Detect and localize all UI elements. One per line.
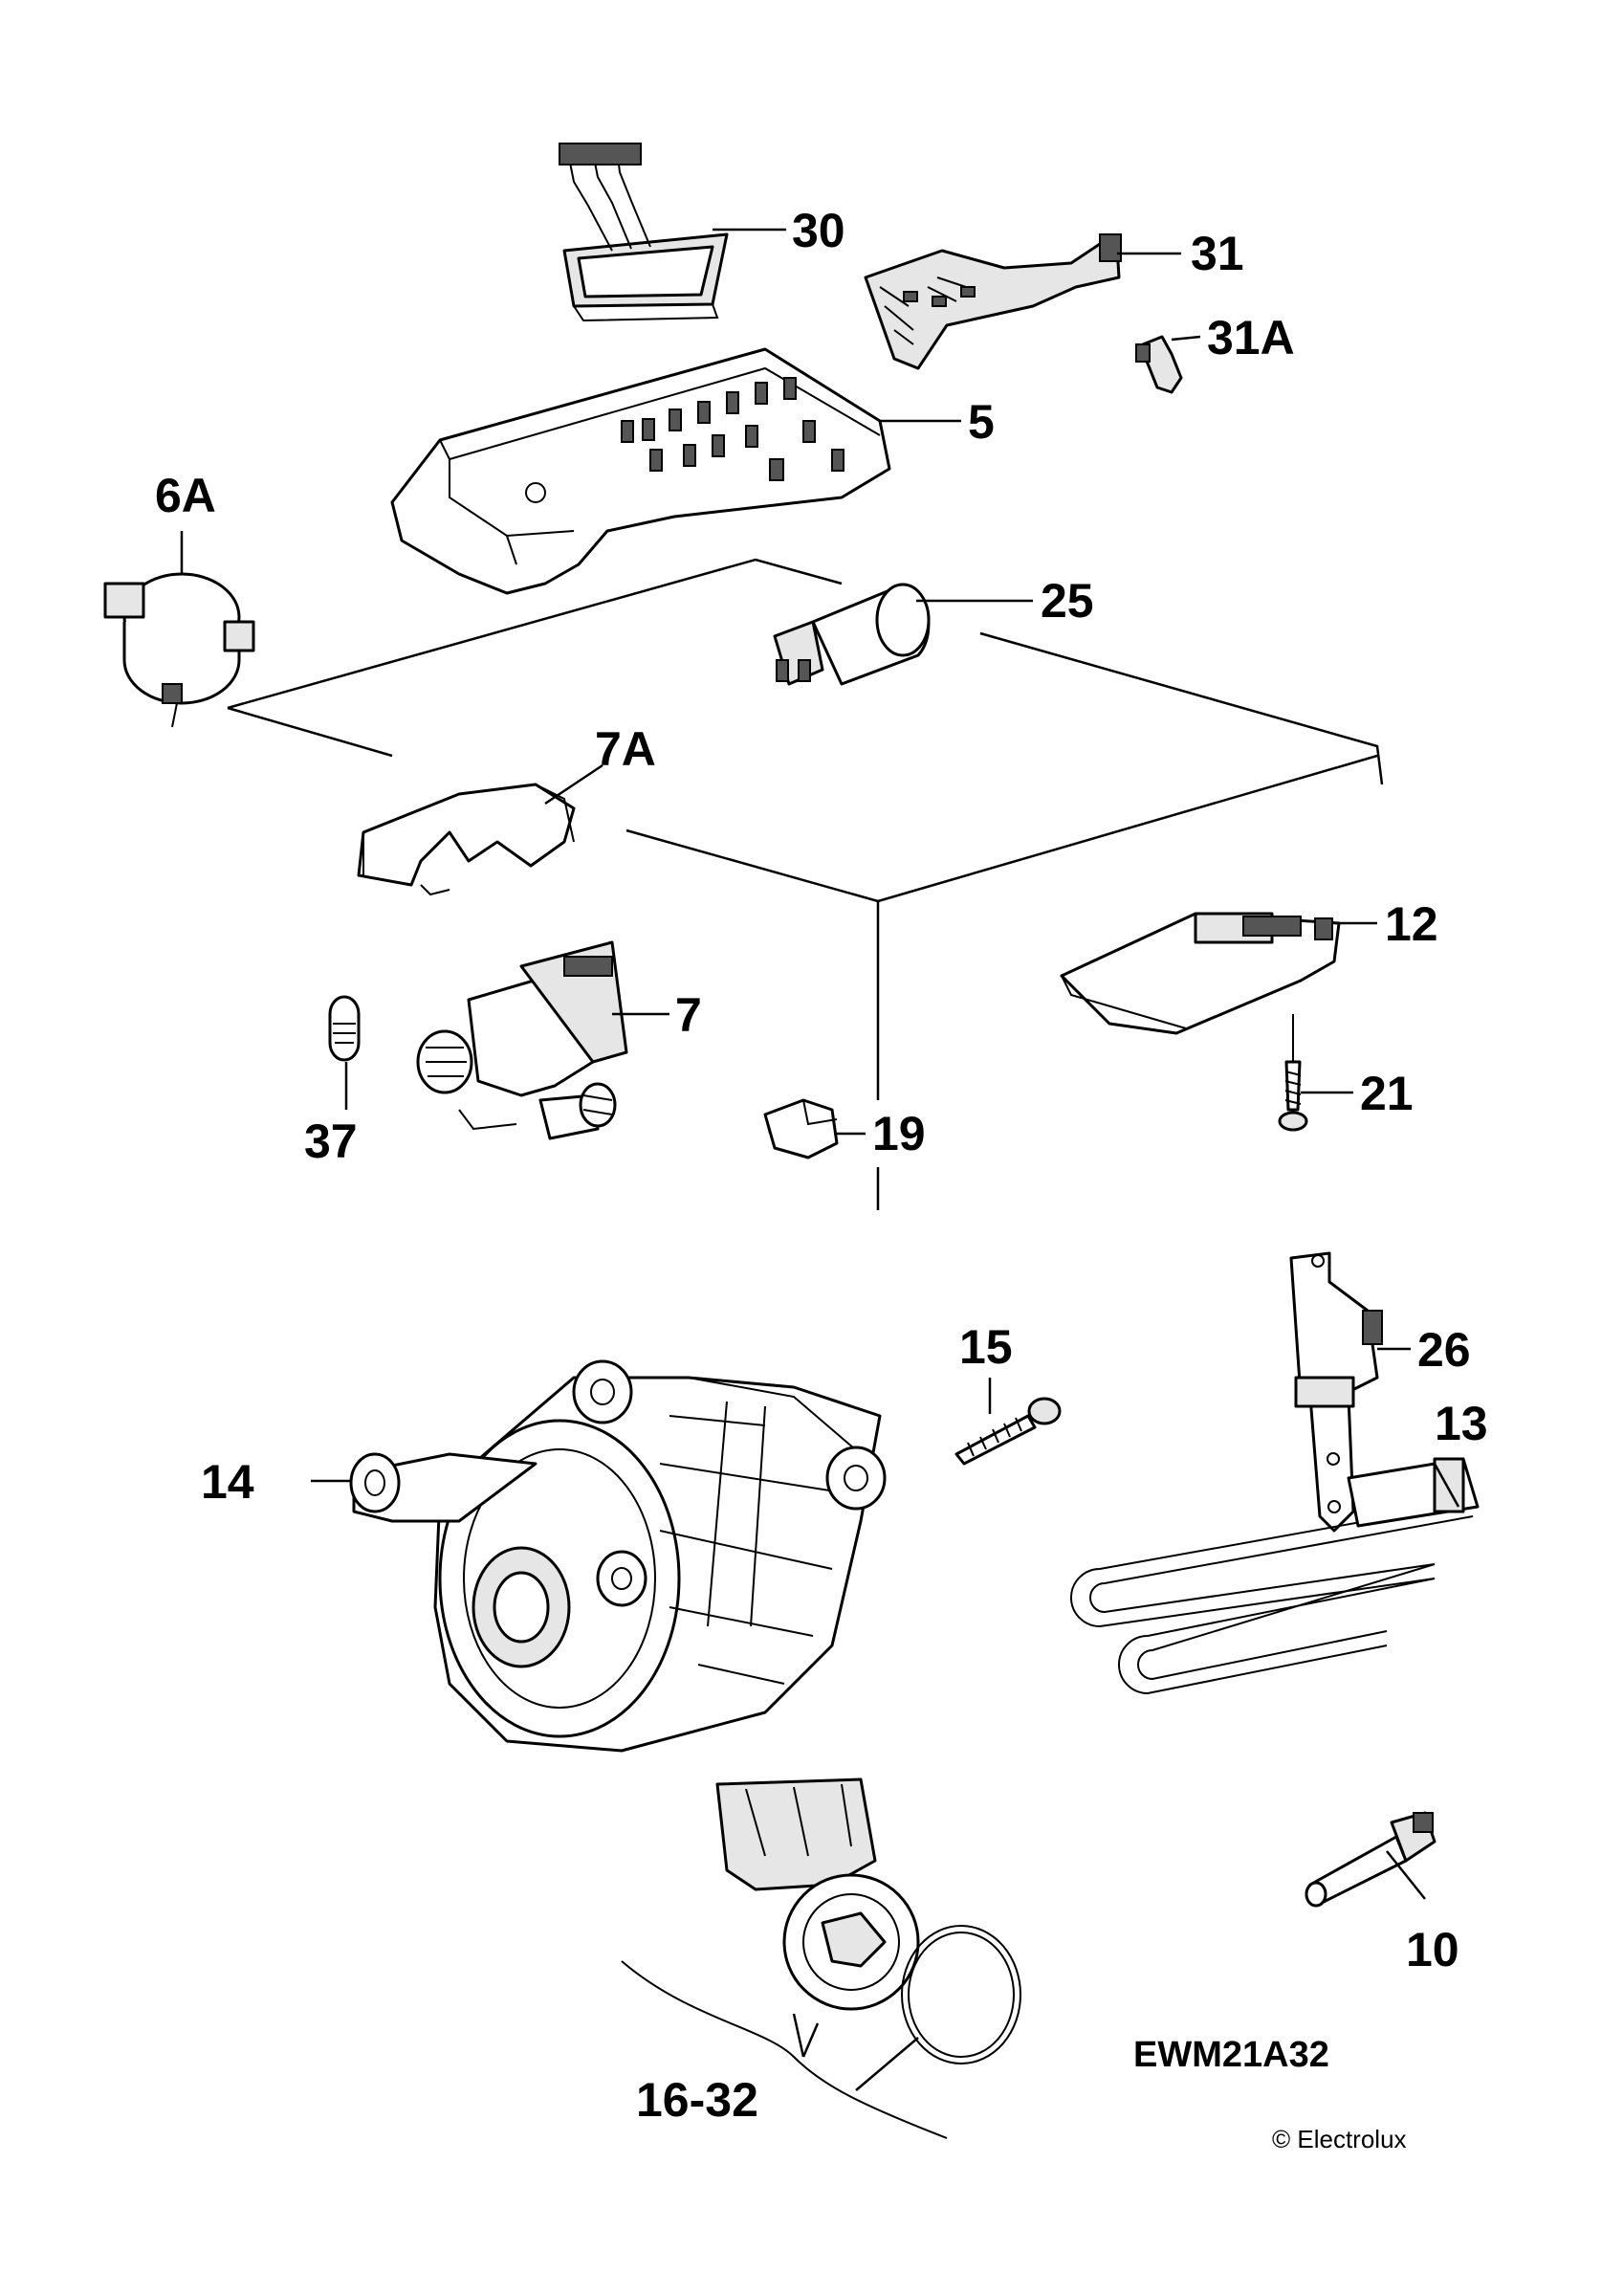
part-30-display-board[interactable] [559,143,729,322]
part-14-motor[interactable] [349,1359,887,1753]
part-31-electronic-board[interactable] [864,233,1122,370]
part-19-clip[interactable] [763,1098,839,1159]
label-7: 7 [675,988,702,1042]
label-25: 25 [1041,574,1094,628]
label-21: 21 [1360,1067,1414,1120]
part-7-inlet-valve[interactable] [416,940,628,1140]
model-code: EWM21A32 [1133,2035,1329,2075]
part-7a-bracket[interactable] [357,783,576,896]
label-14: 14 [201,1455,254,1509]
label-12: 12 [1385,897,1438,951]
part-25-interference-filter[interactable] [773,583,931,686]
label-30: 30 [792,204,845,257]
label-26: 26 [1417,1323,1471,1377]
label-5: 5 [968,395,995,449]
label-16-32: 16-32 [636,2073,758,2127]
cabinet-outline [227,558,1384,1210]
part-13-heating-element[interactable] [1070,1457,1480,1695]
part-labels: 30 31 31A 5 6A 25 7A 12 7 21 37 19 15 26… [155,204,1488,2153]
part-12-door-lock[interactable] [1060,912,1341,1035]
part-15-screw[interactable] [954,1397,1062,1466]
copyright-notice: © Electrolux [1272,2125,1407,2153]
label-19: 19 [872,1107,926,1160]
label-15: 15 [959,1320,1013,1374]
part-26-thermostat[interactable] [1289,1251,1383,1533]
label-31a: 31A [1207,311,1295,364]
part-10-temperature-sensor[interactable] [1305,1811,1437,1908]
label-10: 10 [1406,1923,1459,1976]
label-6a: 6A [155,469,216,522]
part-31a-connector[interactable] [1135,335,1183,394]
label-7a: 7A [595,722,656,776]
label-31: 31 [1191,227,1244,280]
part-37-inlet-filter[interactable] [328,995,361,1062]
part-16-32-drain-pump[interactable] [621,1777,1021,2139]
part-6a-selector-switch[interactable] [103,572,255,728]
part-5-components [525,377,844,503]
part-21-screw[interactable] [1278,1014,1308,1132]
leader-lines [180,228,1460,1900]
label-37: 37 [304,1115,358,1168]
part-5-control-module[interactable] [390,347,891,595]
label-13: 13 [1435,1397,1488,1450]
